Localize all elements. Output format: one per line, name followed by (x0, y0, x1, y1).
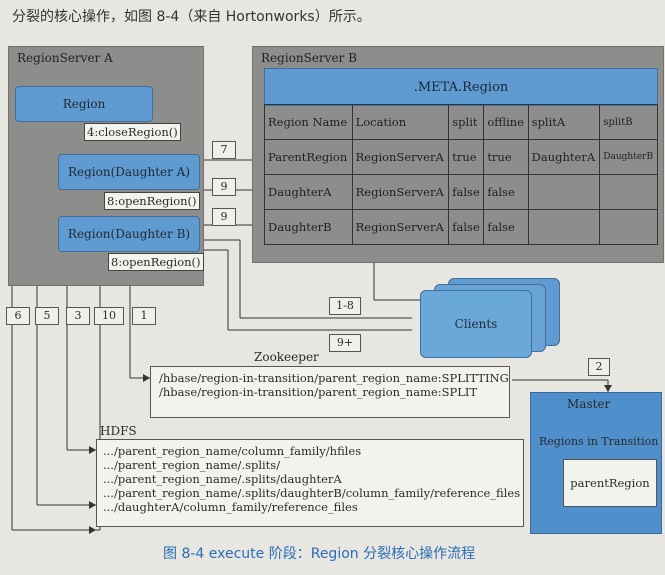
meta-region-header: .META.Region (264, 68, 658, 106)
clients-box[interactable]: Clients (420, 290, 532, 358)
zookeeper-line: /hbase/region-in-transition/parent_regio… (159, 385, 478, 399)
cell: ParentRegion (264, 139, 353, 175)
step-6: 6 (6, 307, 30, 325)
hdfs-line: .../parent_region_name/.splits/daughterA (103, 472, 342, 486)
meta-table: Region Name Location split offline split… (264, 104, 658, 245)
step-9-plus: 9+ (329, 334, 361, 352)
master-panel: Master Regions in Transition parentRegio… (530, 392, 662, 534)
hdfs-box: .../parent_region_name/column_family/hfi… (96, 439, 524, 527)
step-10: 10 (94, 307, 124, 325)
cell: false (483, 209, 529, 245)
open-region-b-op: 8:openRegion() (108, 253, 204, 271)
region-daughter-a[interactable]: Region(Daughter A) (58, 154, 200, 190)
zookeeper-box: /hbase/region-in-transition/parent_regio… (150, 366, 510, 418)
cell: true (448, 139, 485, 175)
hdfs-title: HDFS (100, 424, 137, 438)
hdfs-line: .../daughterA/column_family/reference_fi… (103, 500, 358, 514)
col-splitb: splitB (599, 104, 658, 140)
cell: true (483, 139, 529, 175)
page-heading: 分裂的核心操作，如图 8-4（来自 Hortonworks）所示。 (12, 9, 371, 25)
col-location: Location (351, 104, 450, 140)
clients-label: Clients (454, 317, 498, 331)
regions-in-transition-label: Regions in Transition (539, 435, 659, 448)
cell: false (448, 174, 485, 210)
cell (527, 209, 601, 245)
hdfs-line: .../parent_region_name/column_family/hfi… (103, 444, 362, 458)
col-splita: splitA (527, 104, 601, 140)
figure-caption: 图 8-4 execute 阶段：Region 分裂核心操作流程 (163, 546, 476, 562)
cell: DaughterA (527, 139, 601, 175)
regionserver-a-title: RegionServer A (17, 51, 113, 65)
regionserver-b-title: RegionServer B (261, 51, 357, 65)
zookeeper-title: Zookeeper (254, 350, 319, 364)
close-region-op: 4:closeRegion() (84, 123, 181, 141)
step-3: 3 (66, 307, 90, 325)
cell: RegionServerA (351, 209, 450, 245)
cell: RegionServerA (351, 174, 450, 210)
step-1: 1 (132, 307, 156, 325)
table-row: ParentRegion RegionServerA true true Dau… (264, 139, 658, 175)
cell (599, 209, 658, 245)
cell (527, 174, 601, 210)
cell: false (483, 174, 529, 210)
parent-region-entry: parentRegion (563, 459, 657, 507)
col-offline: offline (483, 104, 529, 140)
cell: DaughterB (264, 209, 353, 245)
step-5: 5 (35, 307, 59, 325)
parent-region-label: parentRegion (570, 476, 650, 490)
step-7: 7 (212, 141, 236, 159)
hdfs-line: .../parent_region_name/.splits/ (103, 458, 281, 472)
step-9-b: 9 (212, 208, 236, 226)
col-split: split (448, 104, 485, 140)
master-title: Master (567, 397, 611, 411)
meta-table-header: Region Name Location split offline split… (264, 104, 658, 140)
region-parent[interactable]: Region (15, 86, 153, 122)
open-region-a-op: 8:openRegion() (104, 192, 200, 210)
cell: false (448, 209, 485, 245)
cell: RegionServerA (351, 139, 450, 175)
cell: DaughterB (599, 139, 658, 175)
region-daughter-b[interactable]: Region(Daughter B) (58, 216, 200, 252)
table-row: DaughterB RegionServerA false false (264, 209, 658, 245)
cell (599, 174, 658, 210)
table-row: DaughterA RegionServerA false false (264, 174, 658, 210)
step-9-a: 9 (212, 178, 236, 196)
col-region-name: Region Name (264, 104, 353, 140)
step-2: 2 (588, 358, 610, 376)
step-1-8: 1-8 (329, 297, 361, 315)
zookeeper-line: /hbase/region-in-transition/parent_regio… (159, 371, 509, 385)
cell: DaughterA (264, 174, 353, 210)
hdfs-line: .../parent_region_name/.splits/daughterB… (103, 486, 521, 500)
